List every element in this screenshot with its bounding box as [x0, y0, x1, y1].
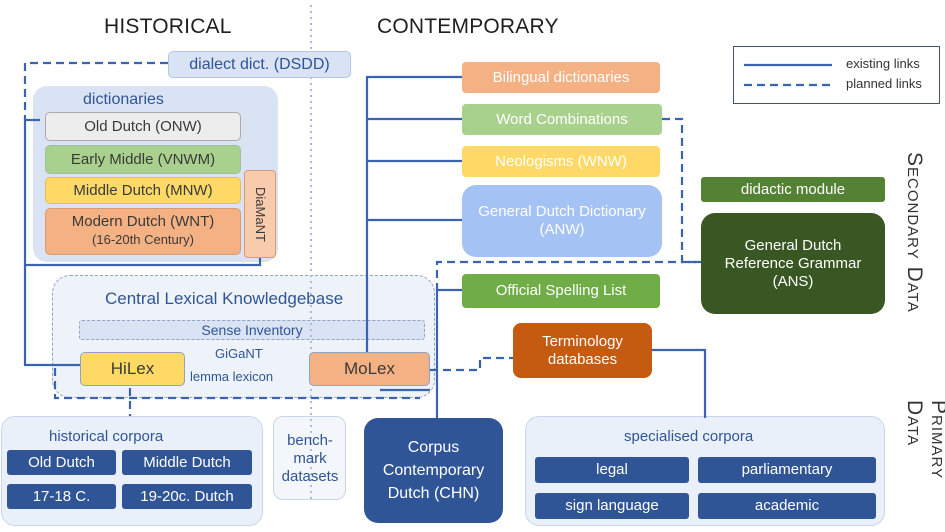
link-hilex-molex-outline	[53, 368, 420, 400]
middle-dutch-mnw-box: Middle Dutch (MNW)	[45, 177, 241, 204]
didactic-module-box: didactic module	[701, 177, 885, 202]
link-molex-terminology	[430, 356, 513, 372]
middle-dutch-corpus-box: Middle Dutch	[122, 450, 252, 475]
wnt-subtitle: (16-20th Century)	[92, 232, 194, 247]
link-spelling-corpus	[435, 288, 462, 418]
official-spelling-list-box: Official Spelling List	[462, 274, 660, 308]
general-dutch-dictionary-box: General Dutch Dictionary (ANW)	[462, 185, 662, 257]
sense-inventory-label: Sense Inventory	[201, 321, 303, 338]
benchmark-panel	[273, 416, 346, 500]
sign-language-corpus-box: sign language	[535, 493, 689, 519]
diamant-box: DiaMaNT	[244, 170, 276, 258]
corpus-contemporary-dutch-box: Corpus Contemporary Dutch (CHN)	[364, 418, 503, 523]
hilex-box: HiLex	[80, 352, 185, 386]
old-dutch-corpus-box: Old Dutch	[7, 450, 116, 475]
contemporary-header: CONTEMPORARY	[377, 15, 559, 38]
bilingual-dictionaries-box: Bilingual dictionaries	[462, 62, 660, 93]
molex-box: MoLex	[309, 352, 430, 386]
dictionaries-title: dictionaries	[83, 91, 164, 108]
central-knowledgebase-title: Central Lexical Knowledgebase	[105, 289, 344, 308]
legend-planned-label: planned links	[846, 76, 922, 91]
diamant-label: DiaMaNT	[252, 186, 268, 242]
c19-20-dutch-corpus-box: 19-20c. Dutch	[122, 484, 252, 509]
primary-data-label: Primary Data	[903, 400, 945, 480]
word-combinations-box: Word Combinations	[462, 104, 662, 135]
link-terminology-specialised	[652, 348, 707, 418]
early-middle-vnwm-box: Early Middle (VNWM)	[45, 145, 241, 174]
terminology-databases-box: Terminology databases	[513, 323, 652, 378]
gigant-label: GiGaNT	[215, 346, 263, 361]
legal-corpus-box: legal	[535, 457, 689, 483]
dialect-dictionary-box: dialect dict. (DSDD)	[168, 51, 351, 78]
specialised-corpora-title: specialised corpora	[624, 428, 754, 445]
link-ans-spelling	[435, 260, 702, 290]
academic-corpus-box: academic	[698, 493, 876, 519]
benchmark-datasets-label: bench- mark datasets	[281, 432, 339, 485]
neologisms-box: Neologisms (WNW)	[462, 146, 660, 177]
secondary-data-label: Secondary Data	[903, 152, 926, 313]
historical-header: HISTORICAL	[104, 15, 232, 38]
modern-dutch-wnt-box: Modern Dutch (WNT) (16-20th Century)	[45, 208, 241, 255]
sense-inventory-box	[79, 320, 425, 340]
old-dutch-onw-box: Old Dutch (ONW)	[45, 112, 241, 141]
link-dialect-dictionaries	[23, 61, 168, 120]
parliamentary-corpus-box: parliamentary	[698, 457, 876, 483]
lemma-lexicon-label: lemma lexicon	[190, 369, 274, 384]
wnt-title: Modern Dutch (WNT)	[71, 213, 215, 230]
legend-existing-label: existing links	[846, 56, 920, 71]
link-wordcomb-ans	[662, 117, 705, 264]
legend-swatches	[744, 63, 832, 87]
c17-18-corpus-box: 17-18 C.	[7, 484, 116, 509]
legend: existing links planned links	[733, 46, 940, 104]
reference-grammar-ans-box: General Dutch Reference Grammar (ANS)	[701, 213, 885, 314]
link-molex-bilingual	[365, 75, 462, 353]
historical-corpora-title: historical corpora	[49, 428, 164, 445]
link-dictionaries-hilex	[23, 118, 80, 367]
